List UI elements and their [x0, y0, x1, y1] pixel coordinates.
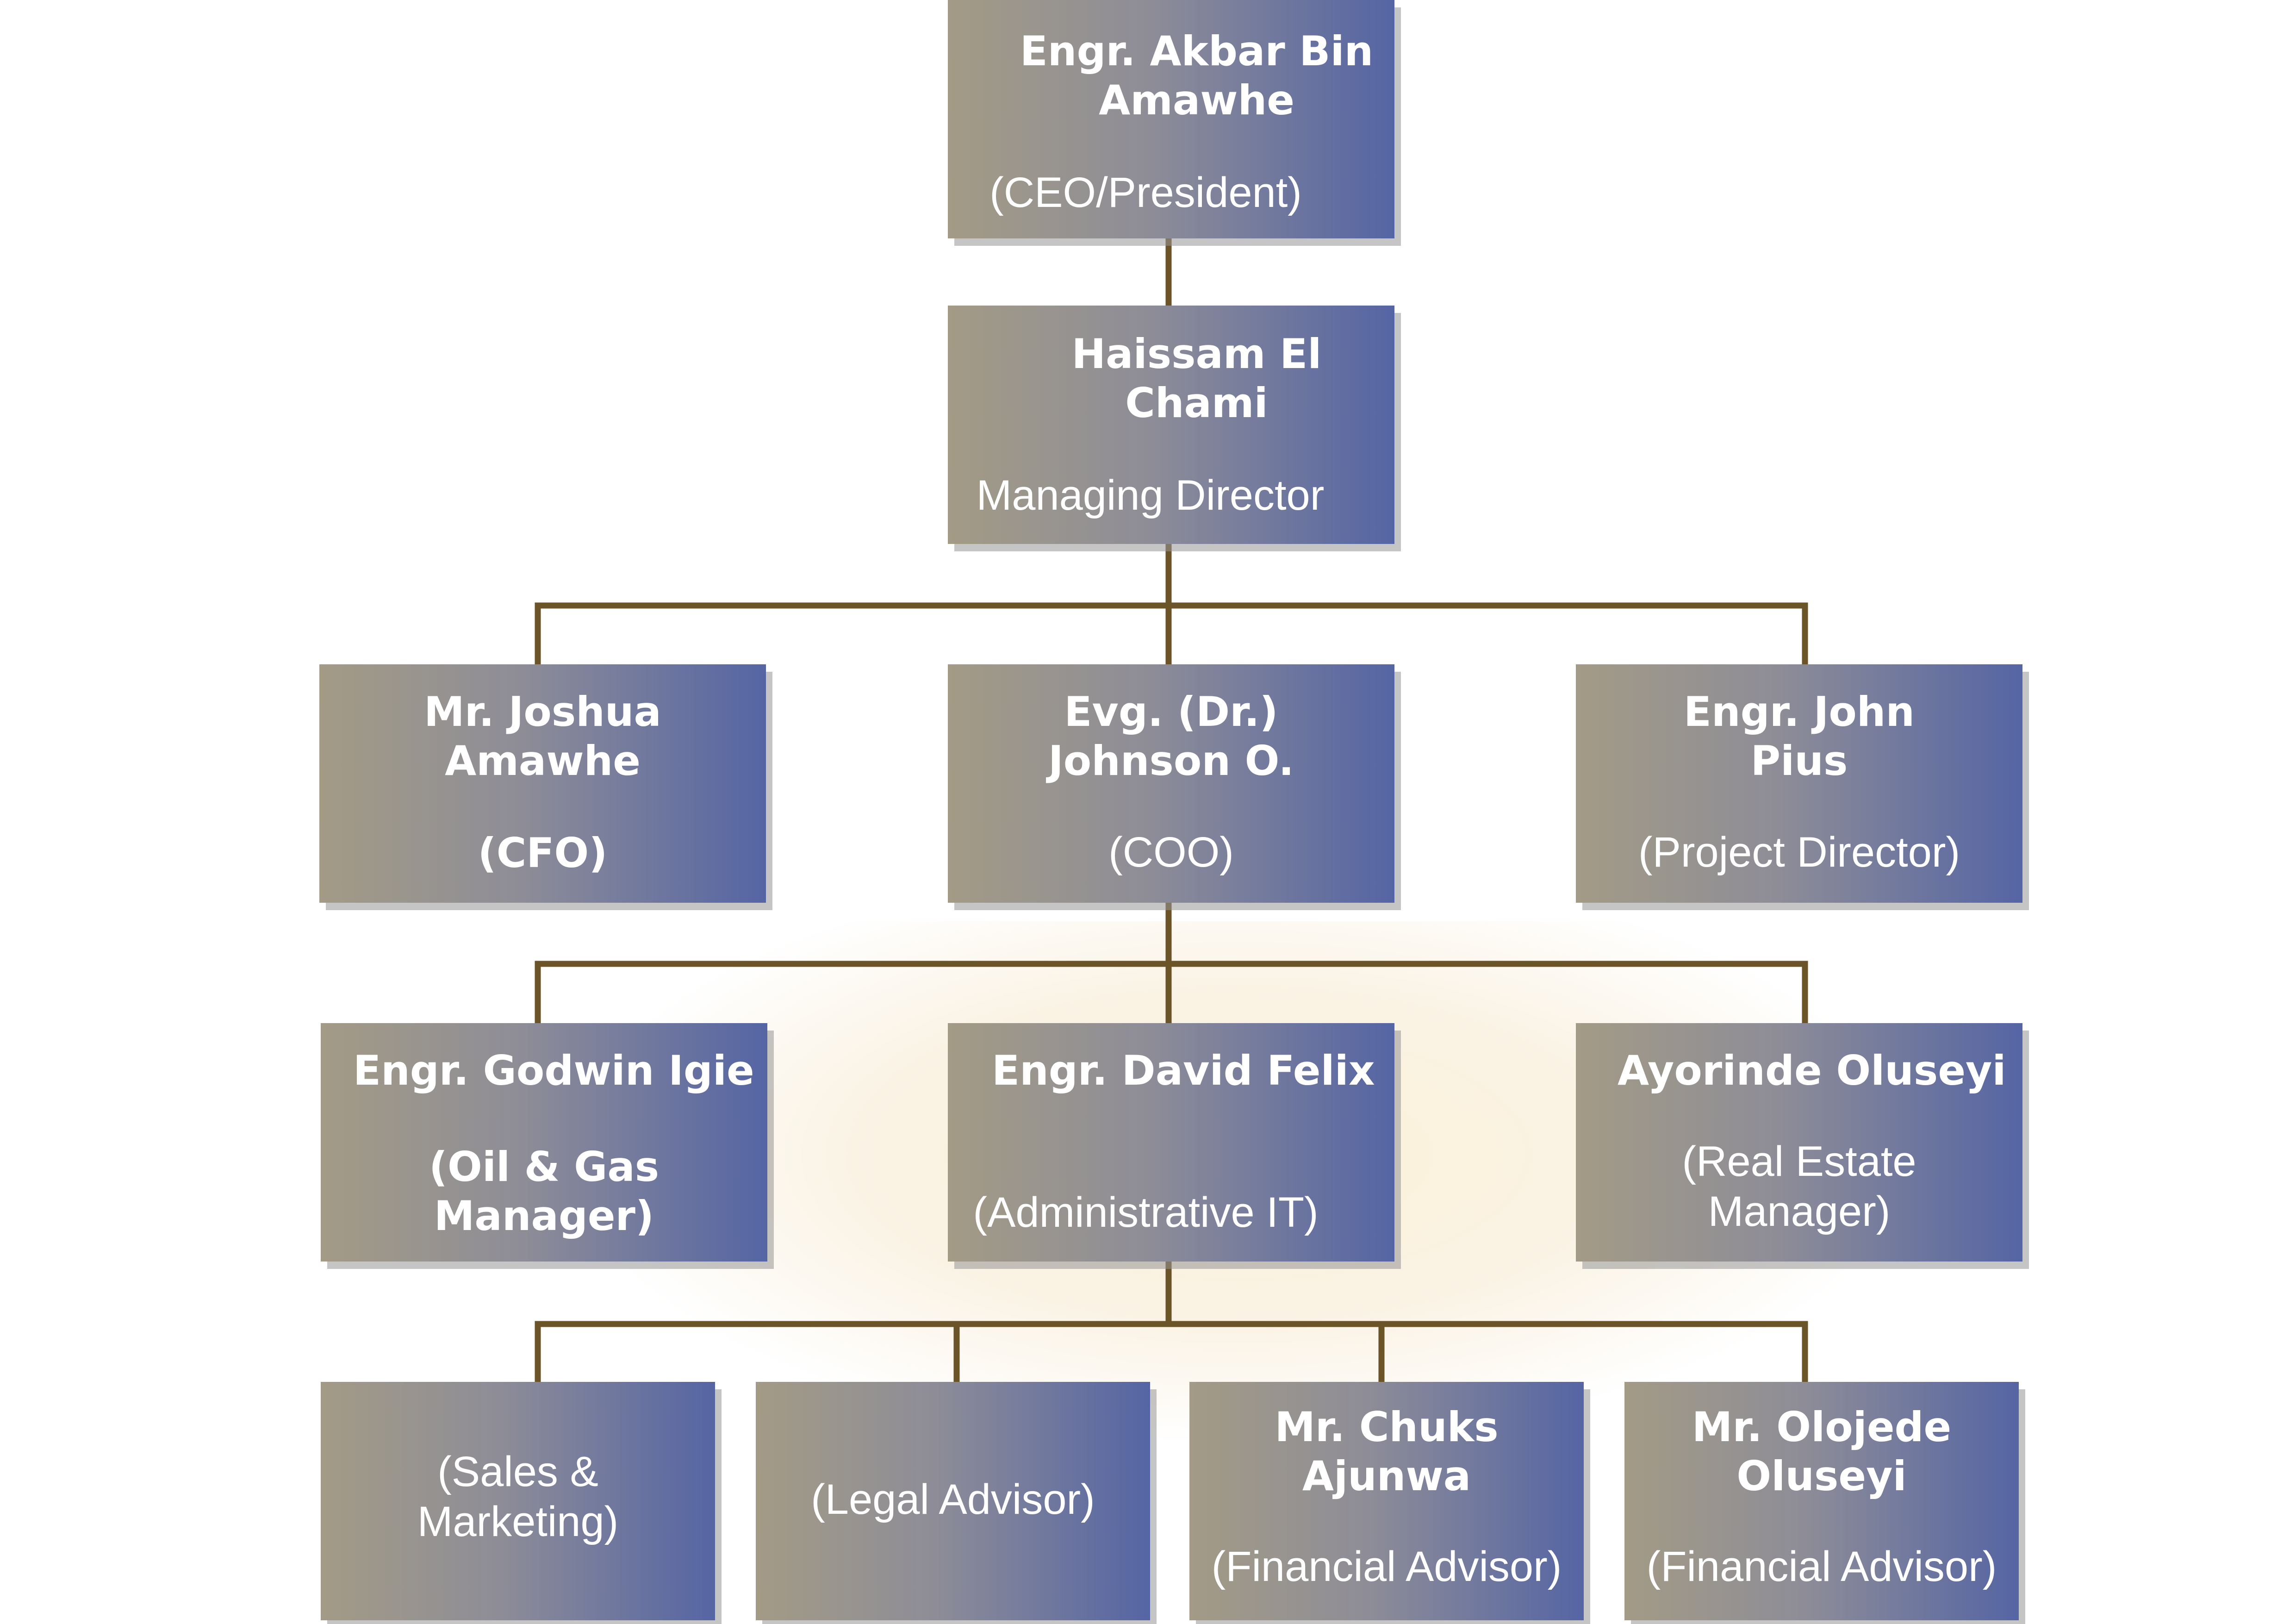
coo-name: Evg. (Dr.) Johnson O.	[1048, 688, 1294, 785]
legal-advisor-box: (Legal Advisor)	[756, 1382, 1150, 1620]
project-director-role: (Project Director)	[1638, 829, 1960, 876]
coo-role: (COO)	[1108, 829, 1234, 876]
real-estate-manager-name: Ayorinde Oluseyi	[1618, 1047, 2006, 1094]
real-estate-manager-box: Ayorinde Oluseyi (Real Estate Manager)	[1576, 1023, 2022, 1262]
legal-advisor-role: (Legal Advisor)	[811, 1476, 1095, 1523]
financial-advisor-2-role: (Financial Advisor)	[1646, 1543, 1997, 1590]
administrative-it-name: Engr. David Felix	[992, 1047, 1375, 1094]
managing-director-role: Managing Director	[976, 472, 1325, 519]
sales-marketing-role: (Sales & Marketing)	[417, 1448, 619, 1545]
financial-advisor-2-box: Mr. Olojede Oluseyi (Financial Advisor)	[1624, 1382, 2019, 1620]
ceo-box: Engr. Akbar Bin Amawhe (CEO/President)	[948, 0, 1394, 238]
project-director-box: Engr. John Pius (Project Director)	[1576, 664, 2022, 903]
managing-director-name: Haissam El Chami	[1071, 330, 1322, 427]
cfo-role: (CFO)	[478, 829, 608, 877]
coo-box: Evg. (Dr.) Johnson O. (COO)	[948, 664, 1394, 903]
financial-advisor-1-name: Mr. Chuks Ajunwa	[1275, 1403, 1499, 1500]
ceo-name: Engr. Akbar Bin Amawhe	[1020, 27, 1374, 124]
managing-director-box: Haissam El Chami Managing Director	[948, 306, 1394, 544]
sales-marketing-box: (Sales & Marketing)	[321, 1382, 715, 1620]
oil-gas-manager-box: Engr. Godwin Igie (Oil & Gas Manager)	[321, 1023, 767, 1262]
cfo-name: Mr. Joshua Amawhe	[424, 688, 661, 785]
oil-gas-manager-name: Engr. Godwin Igie	[353, 1047, 754, 1094]
financial-advisor-1-role: (Financial Advisor)	[1211, 1543, 1562, 1590]
oil-gas-manager-role: (Oil & Gas Manager)	[429, 1143, 660, 1240]
financial-advisor-2-name: Mr. Olojede Oluseyi	[1692, 1403, 1952, 1500]
ceo-role: (CEO/President)	[989, 169, 1302, 216]
project-director-name: Engr. John Pius	[1683, 688, 1915, 785]
real-estate-manager-role: (Real Estate Manager)	[1682, 1138, 1916, 1235]
administrative-it-box: Engr. David Felix (Administrative IT)	[948, 1023, 1394, 1262]
cfo-box: Mr. Joshua Amawhe (CFO)	[319, 664, 766, 903]
administrative-it-role: (Administrative IT)	[973, 1189, 1319, 1236]
financial-advisor-1-box: Mr. Chuks Ajunwa (Financial Advisor)	[1189, 1382, 1584, 1620]
